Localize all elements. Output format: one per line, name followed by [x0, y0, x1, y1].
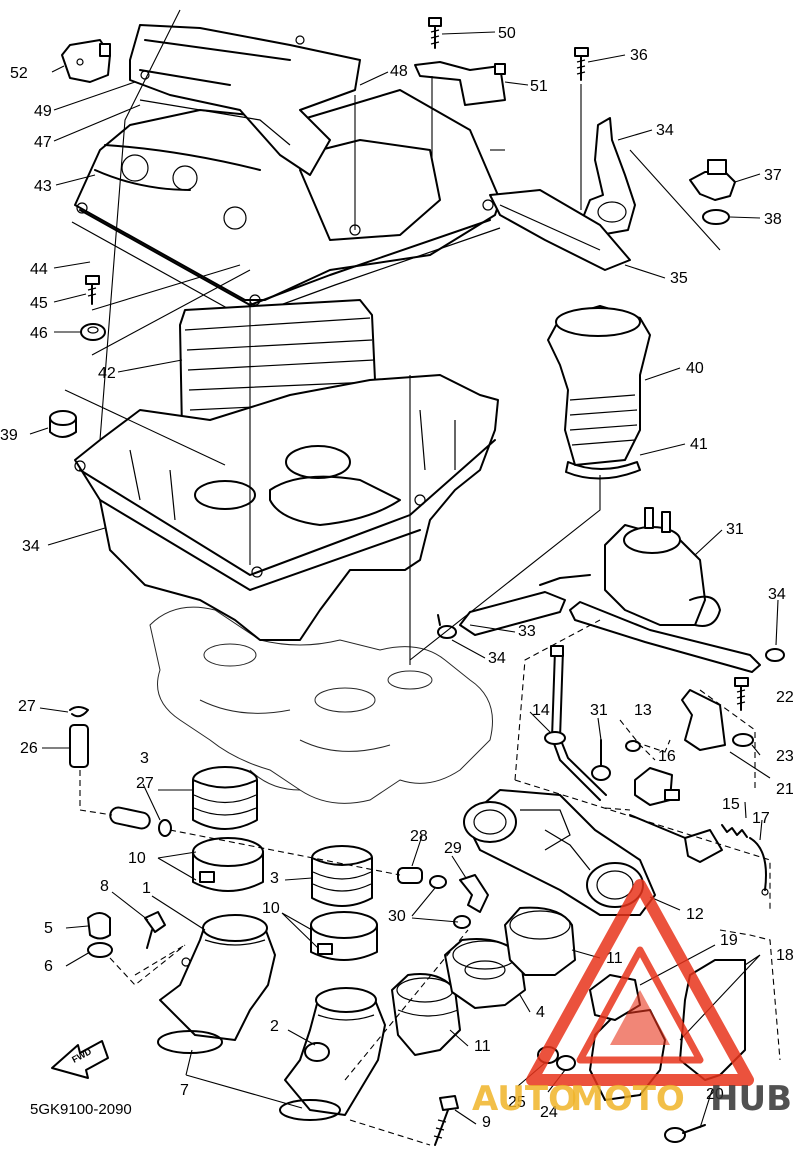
tray-37 — [489, 189, 631, 271]
callout-47: 45 — [30, 295, 48, 312]
reference-lines — [64, 9, 781, 1146]
washer-23 — [732, 733, 754, 747]
fwd-direction-arrow: FWD — [51, 1040, 109, 1079]
callout-45: 43 — [34, 178, 52, 195]
o-ring-7-lower — [279, 1099, 341, 1121]
cap-5 — [87, 912, 111, 940]
callout-37: 35 — [670, 270, 688, 287]
callout-38: 36 — [630, 47, 648, 64]
boot-3-lower — [311, 845, 373, 907]
fitting-39 — [689, 159, 736, 201]
intake-sensor-part — [61, 39, 111, 83]
clip-27-top — [69, 706, 89, 718]
hose-26 — [69, 724, 89, 768]
bracket-53 — [414, 61, 506, 106]
callout-46: 44 — [30, 261, 48, 278]
manifold-2 — [284, 987, 386, 1116]
air-box-case — [74, 374, 499, 641]
hose-piece-lower — [109, 806, 151, 830]
bolt-47 — [85, 275, 100, 305]
callout-54: 52 — [10, 65, 28, 82]
sensor-bracket-36 — [579, 117, 636, 236]
callout-53: 51 — [530, 78, 548, 95]
watermark-triangle — [526, 879, 754, 1086]
hose-clip-34-right — [765, 648, 785, 662]
watermark-hub: HUB — [710, 1079, 792, 1119]
damper-41 — [49, 410, 77, 438]
intake-duct-42 — [547, 305, 651, 466]
callout-44: 42 — [98, 365, 116, 382]
screw-52 — [428, 17, 442, 49]
bolt-17 — [749, 837, 769, 896]
clip-27-lower — [158, 819, 172, 837]
bolt-22 — [734, 677, 749, 711]
grommet-48 — [80, 323, 106, 341]
callout-39: 37 — [764, 167, 782, 184]
callout-48: 46 — [30, 325, 48, 342]
spring-15 — [721, 824, 748, 838]
clamp-10-lower — [310, 911, 378, 961]
callout-52: 50 — [498, 25, 516, 42]
air-box-cover — [74, 89, 501, 306]
callout-51: 49 — [34, 103, 52, 120]
bolt-20 — [664, 1124, 706, 1143]
watermark-auto: AUTO — [472, 1079, 577, 1119]
sensor-16 — [634, 767, 680, 806]
hose-clamp-43 — [565, 461, 641, 480]
boot-3-upper — [192, 766, 258, 830]
screw-38 — [574, 47, 589, 81]
bracket-21 — [681, 689, 726, 751]
callout-49: 47 — [34, 134, 52, 151]
bolt-8 — [144, 911, 166, 949]
tube-14 — [544, 645, 607, 801]
connector-block — [684, 829, 723, 863]
callout-42: 40 — [686, 360, 704, 377]
bolt-31 — [591, 739, 611, 781]
callout-36: 34 — [656, 122, 674, 139]
washer-24 — [556, 1055, 576, 1071]
hose-29 — [459, 874, 489, 913]
throttle-body-12 — [463, 789, 656, 916]
callout-40: 38 — [764, 211, 782, 228]
hose-33-small — [539, 574, 591, 586]
callout-41: 39 — [0, 427, 18, 444]
nut-13 — [625, 740, 641, 752]
clip-30-a — [429, 875, 447, 889]
canister-32 — [604, 507, 721, 627]
manifold-1 — [159, 914, 276, 1041]
cover-gasket — [71, 221, 501, 319]
callout-32: 31 — [726, 521, 744, 538]
o-ring-7-upper — [157, 1030, 223, 1054]
plug-28 — [397, 867, 423, 884]
watermark-moto: MOTO — [570, 1079, 685, 1119]
o-ring-40 — [702, 209, 730, 225]
clip-6 — [87, 942, 113, 958]
intake-duct — [129, 24, 361, 176]
joint-11-right — [504, 906, 576, 976]
callout-50: 48 — [390, 63, 408, 80]
joint-11-left — [391, 973, 461, 1056]
joint-4 — [444, 938, 526, 1009]
callout-43: 41 — [690, 436, 708, 453]
bolt-9 — [433, 1095, 459, 1146]
callout-35: 34 — [22, 538, 40, 555]
hose-33-long — [569, 601, 761, 673]
callout-labels: 52 49 47 43 44 45 46 39 42 34 48 50 51 3… — [0, 25, 782, 555]
duct-seal — [139, 99, 291, 146]
engine-outline — [149, 606, 493, 804]
